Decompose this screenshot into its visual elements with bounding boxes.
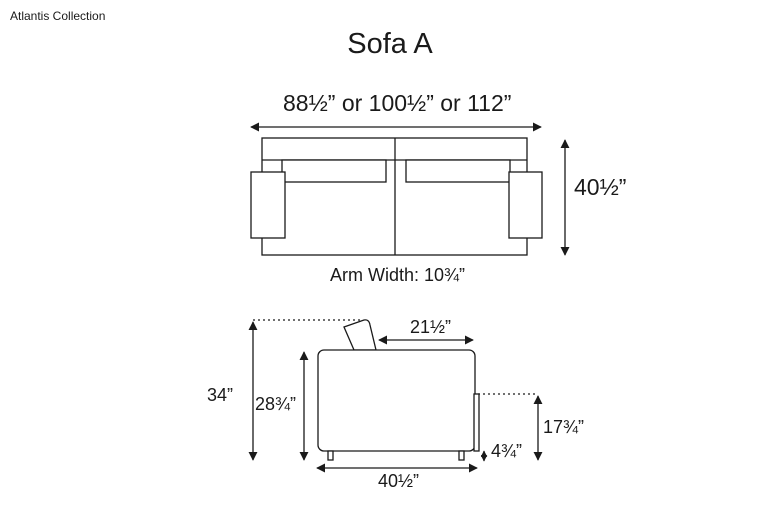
right-arm [508, 171, 543, 239]
top-view [250, 122, 570, 256]
back-cushion [343, 319, 377, 351]
left-arm [250, 171, 286, 239]
depth-label: 40½” [574, 174, 627, 200]
leg-height-label: 4¾” [491, 441, 523, 461]
front-leg [327, 450, 334, 461]
collection-name: Atlantis Collection [10, 9, 106, 23]
arm-width-label: Arm Width: 10¾” [330, 265, 466, 285]
side-view [248, 319, 543, 473]
side-depth-label: 40½” [378, 471, 420, 491]
seat-cushion-left [281, 159, 387, 183]
overall-height-label: 34” [207, 385, 234, 405]
arm-height-label: 17¾” [543, 417, 585, 437]
back-height-label: 28¾” [255, 394, 297, 414]
product-title: Sofa A [347, 28, 433, 60]
arm-panel [473, 393, 480, 452]
seat-cushion-right [405, 159, 511, 183]
back-leg [458, 450, 465, 461]
width-label: 88½” or 100½” or 112” [283, 90, 512, 116]
seat-depth-label: 21½” [410, 317, 452, 337]
sofa-body [317, 349, 476, 452]
